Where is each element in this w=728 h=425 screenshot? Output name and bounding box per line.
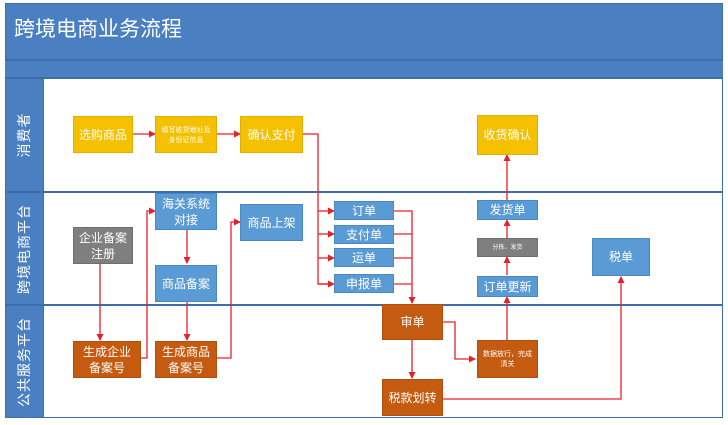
node-gen-enterprise-no: 生成企业备案号 — [73, 341, 141, 378]
node-goods-listing: 商品上架 — [240, 204, 303, 241]
node-delivery: 发货单 — [477, 200, 538, 220]
node-declaration: 申报单 — [334, 274, 394, 293]
lane-platform-label: 跨境电商平台 — [16, 203, 33, 294]
node-select-goods: 选购商品 — [73, 116, 133, 153]
node-confirm-receipt: 收货确认 — [477, 115, 538, 155]
lane-label-platform: 跨境电商平台 — [5, 192, 44, 305]
node-gen-goods-no: 生成商品备案号 — [155, 341, 217, 378]
lane-consumer-label: 消费者 — [16, 112, 33, 158]
node-order: 订单 — [334, 201, 394, 220]
header-sub-bar — [5, 60, 723, 78]
node-customs-link: 海关系统对接 — [155, 193, 217, 230]
lane-label-public: 公共服务平台 — [5, 305, 44, 418]
lane-label-consumer: 消费者 — [5, 78, 44, 192]
node-payment: 支付单 — [334, 225, 394, 244]
node-review: 审单 — [382, 304, 443, 340]
node-enterprise-filing: 企业备案注册 — [73, 227, 133, 264]
title-bar — [5, 3, 723, 60]
node-release-data: 数据放行，完成清关 — [477, 340, 538, 378]
node-waybill: 运单 — [334, 248, 394, 267]
node-goods-filing: 商品备案 — [155, 265, 217, 302]
node-confirm-pay: 确认支付 — [240, 116, 303, 153]
node-order-update: 订单更新 — [477, 276, 538, 297]
diagram-title: 跨境电商业务流程 — [14, 17, 182, 41]
node-fill-address: 填写收货地址及身份证信息 — [155, 116, 217, 153]
lane-public-label: 公共服务平台 — [16, 316, 33, 407]
node-tax-bill: 税单 — [592, 238, 650, 276]
node-tax-transfer: 税款划转 — [382, 379, 443, 416]
node-sort-ship: 分拣、发货 — [477, 238, 538, 257]
